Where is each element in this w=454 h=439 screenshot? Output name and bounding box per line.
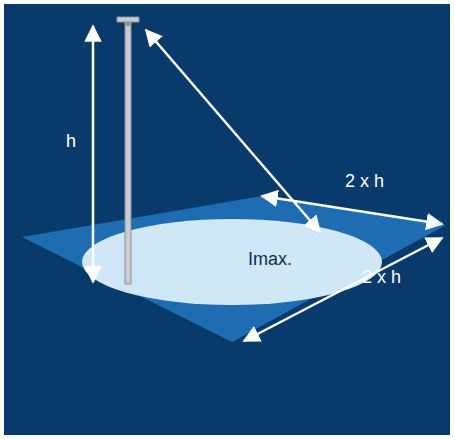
height-arrow <box>92 26 95 282</box>
luminaire <box>117 17 139 22</box>
depth-arrow <box>244 238 442 341</box>
ground-plane <box>22 196 446 342</box>
background <box>4 4 450 435</box>
depth-dimension: 2 x h <box>362 268 401 286</box>
height-dimension: h <box>66 132 76 150</box>
lamp-pole <box>125 22 131 284</box>
width-dimension: 2 x h <box>345 172 384 190</box>
luminaire-neck <box>126 22 130 26</box>
intensity-label: Imax. <box>248 250 292 268</box>
width-arrow <box>262 196 442 224</box>
